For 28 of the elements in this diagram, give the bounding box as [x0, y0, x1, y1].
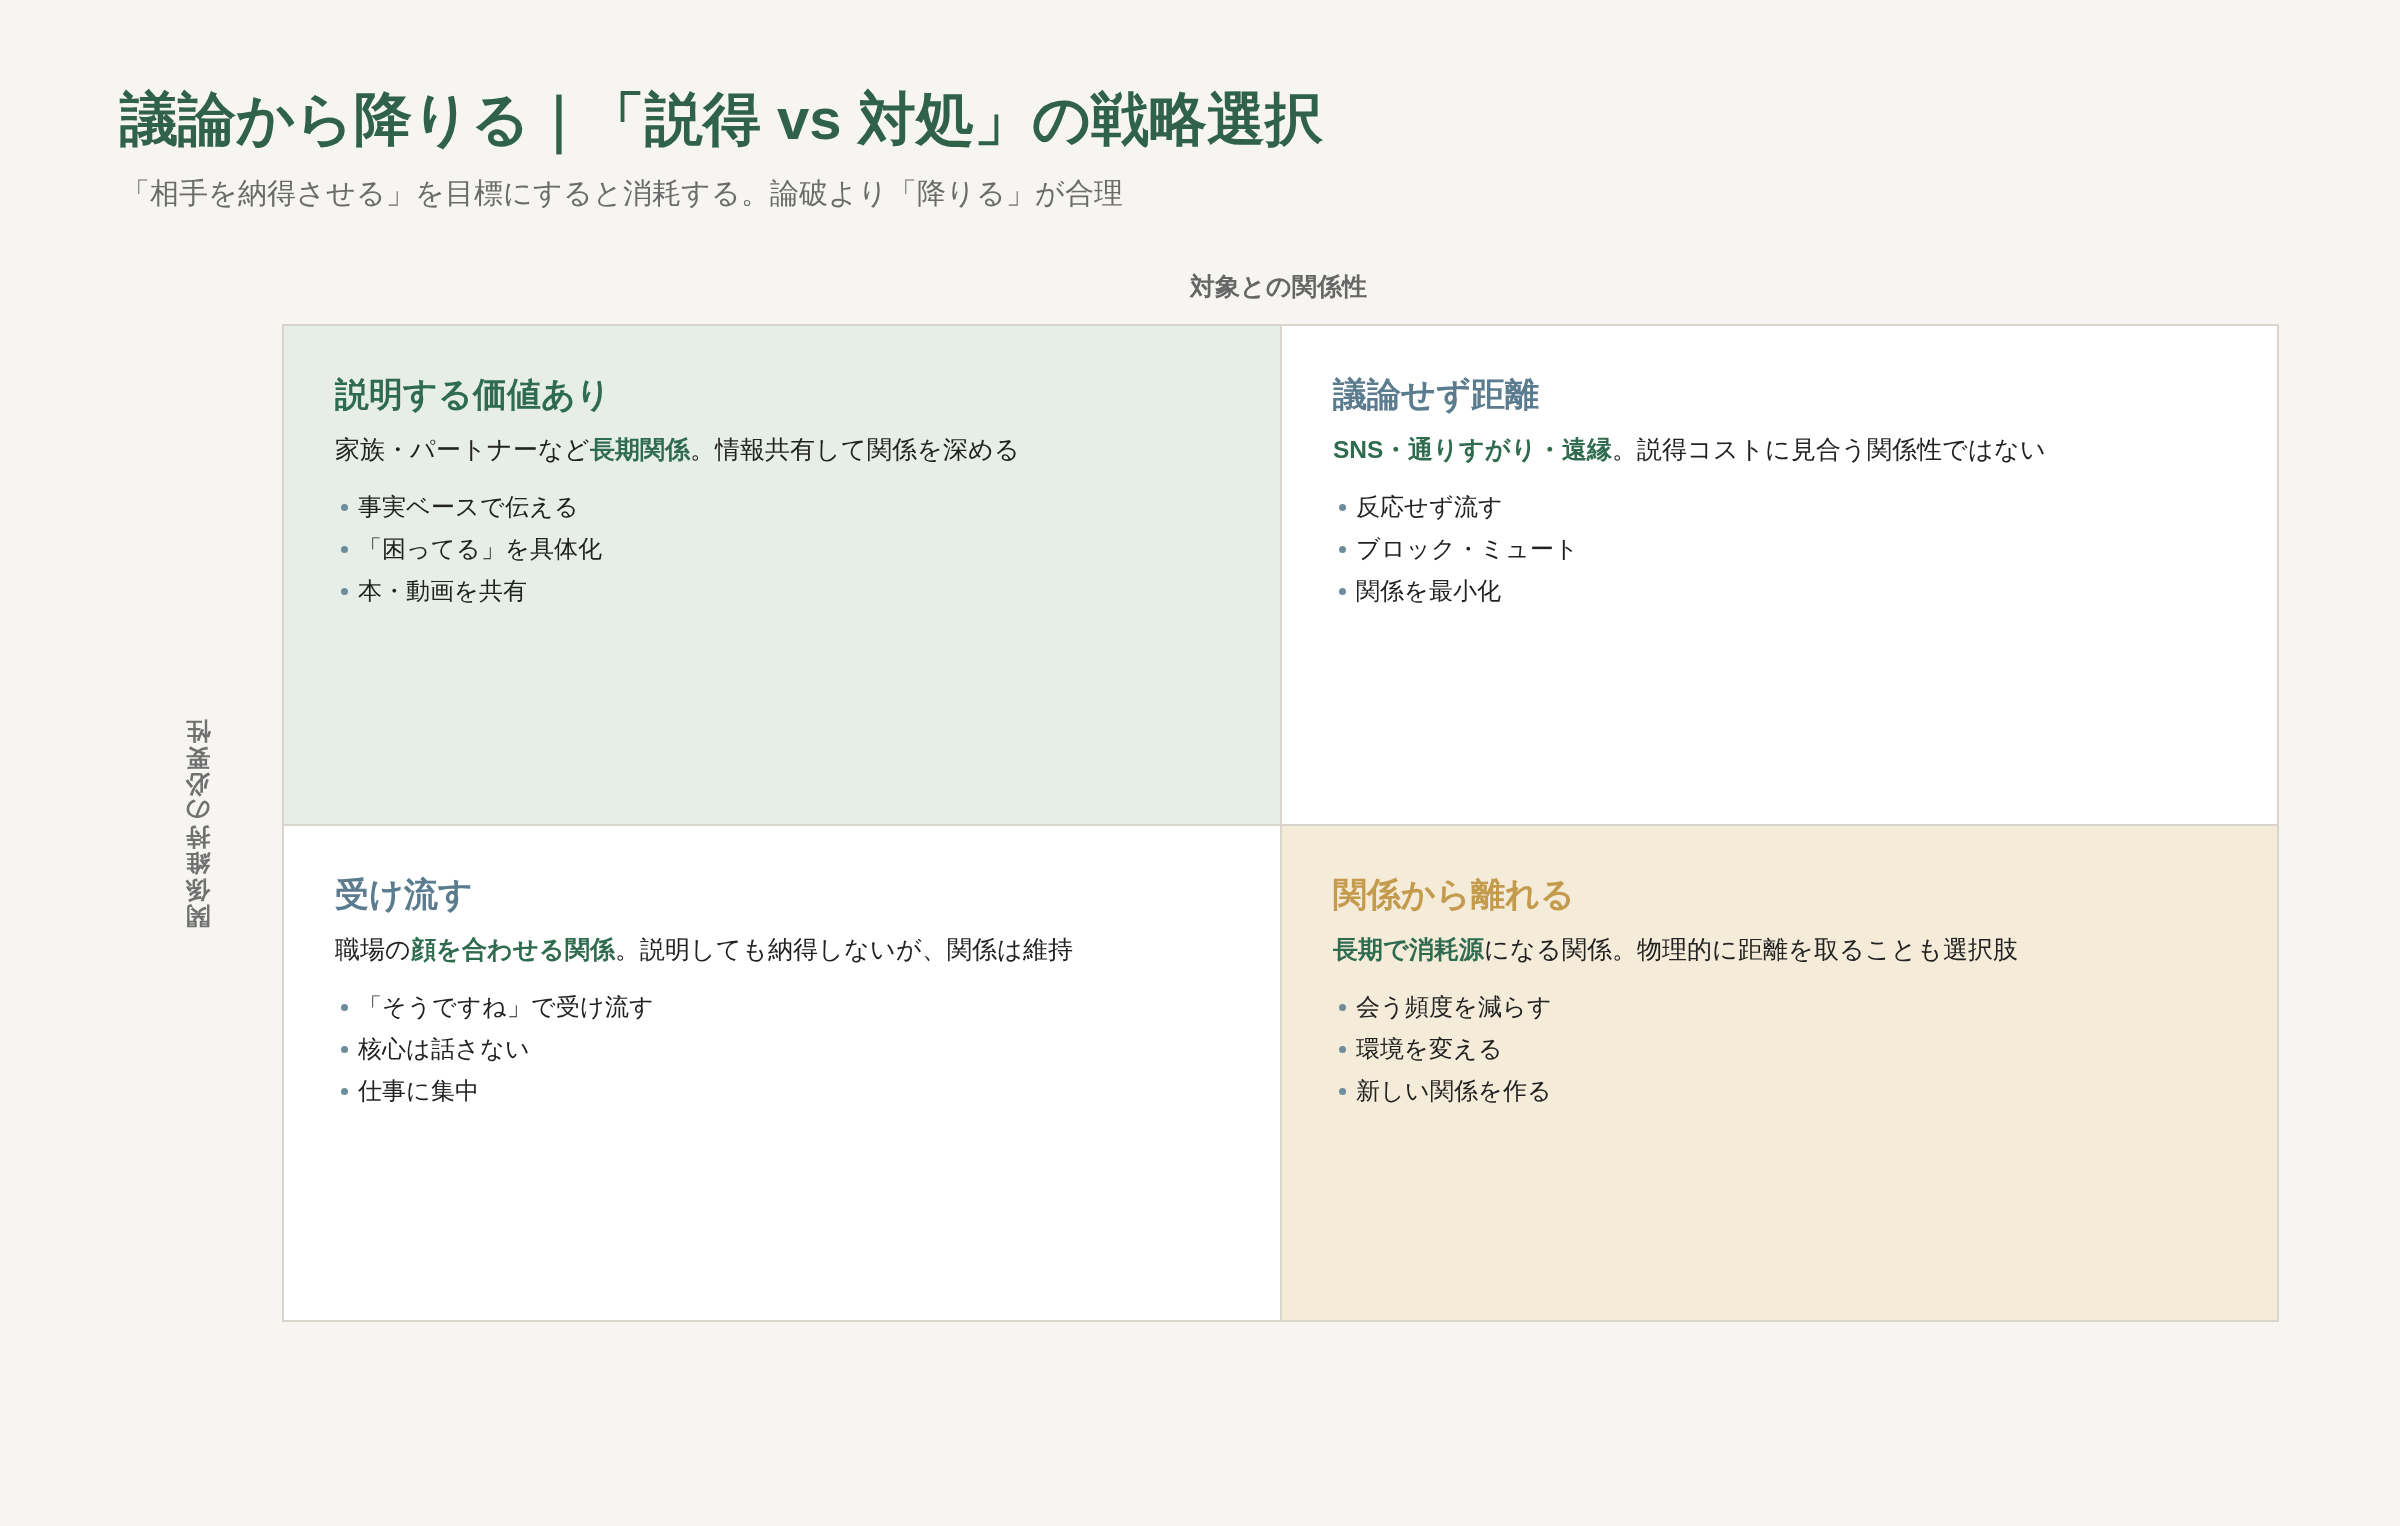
list-item: 会う頻度を減らす	[1356, 992, 1552, 1023]
quadrant-panel	[1280, 324, 2279, 826]
list-item: 新しい関係を作る	[1356, 1076, 1552, 1107]
quadrant-heading: 関係から離れる	[1333, 874, 1575, 915]
subtitle: 「相手を納得させる」を目標にすると消耗する。論破より「降りる」が合理	[121, 176, 1123, 211]
list-item: 反応せず流す	[1356, 492, 1503, 523]
list-item: ブロック・ミュート	[1356, 534, 1579, 565]
title: 議論から降りる｜「説得 vs 対処」の戦略選択	[120, 84, 1323, 154]
quadrant-heading: 説明する価値あり	[335, 374, 611, 415]
quadrant-description: SNS・通りすがり・遠縁。説得コストに見合う関係性ではない	[1333, 435, 2047, 466]
quadrant-panel	[1280, 824, 2279, 1322]
list-item: 関係を最小化	[1356, 576, 1501, 607]
list-item: 「困ってる」を具体化	[358, 534, 602, 565]
quadrant-heading: 受け流す	[335, 874, 473, 915]
quadrant-panel	[282, 324, 1282, 826]
list-item: 事実ベースで伝える	[358, 492, 579, 523]
list-item: 環境を変える	[1356, 1034, 1503, 1065]
quadrant-panel	[282, 824, 1282, 1322]
list-item: 「そうですね」で受け流す	[358, 992, 654, 1023]
quadrant-description: 長期で消耗源になる関係。物理的に距離を取ることも選択肢	[1333, 935, 2018, 966]
quadrant-description: 家族・パートナーなど長期関係。情報共有して関係を深める	[335, 435, 1020, 466]
quadrant-heading: 議論せず距離	[1333, 374, 1539, 416]
axis-label: 関係維持の必要性	[186, 718, 210, 930]
list-item: 本・動画を共有	[358, 576, 527, 607]
quadrant-description: 職場の顔を合わせる関係。説明しても納得しないが、関係は維持	[335, 935, 1073, 966]
list-item: 核心は話さない	[358, 1034, 530, 1065]
list-item: 仕事に集中	[358, 1076, 479, 1107]
axis-label: 対象との関係性	[1190, 271, 1367, 302]
